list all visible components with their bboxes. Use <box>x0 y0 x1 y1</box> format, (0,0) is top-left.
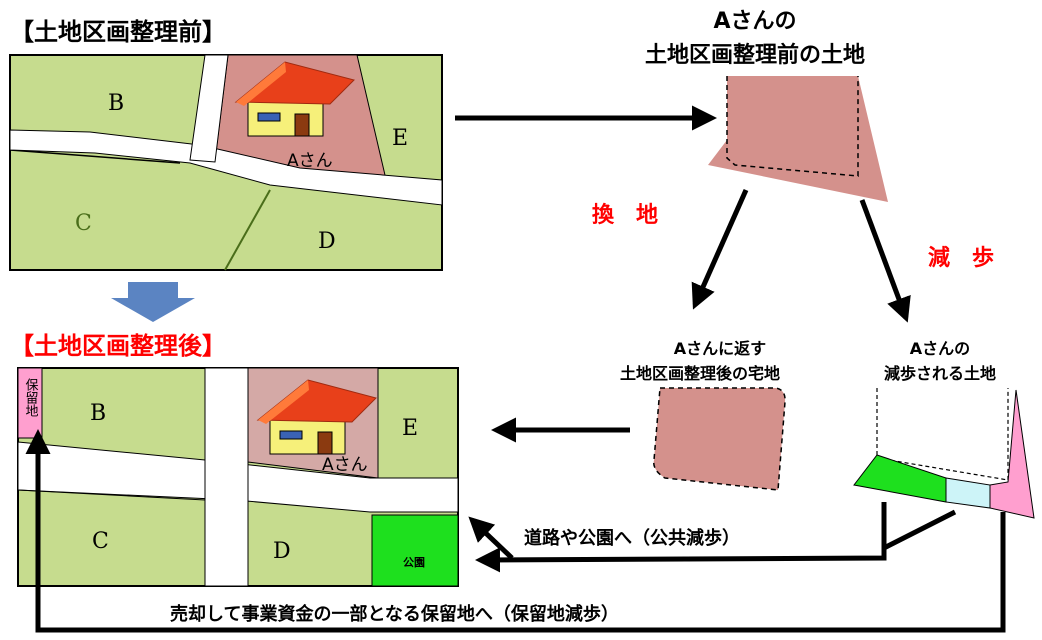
arrow-to-park <box>468 516 514 560</box>
after-lot-e: E <box>402 416 418 441</box>
reserve-reduction-label: 売却して事業資金の一部となる保留地へ（保留地減歩） <box>170 603 619 625</box>
after-reserve-land <box>17 367 43 439</box>
before-lot-e: E <box>392 126 408 151</box>
before-lot-d: D <box>318 229 336 254</box>
reduced-parcel-shape <box>853 388 1035 519</box>
after-road-vertical <box>204 367 249 587</box>
after-map: 保留地 公園 B C D E Aさん <box>17 367 459 587</box>
reserve-reduction-connector <box>25 429 1006 633</box>
before-parcel-title-line1: Aさんの <box>713 9 796 34</box>
before-lot-c: C <box>75 211 92 236</box>
returned-parcel-shape <box>652 387 786 491</box>
arrow-replotting <box>691 188 749 310</box>
before-house-icon <box>234 61 355 137</box>
after-reserve-label: 保留地 <box>23 378 39 417</box>
after-lot-b: B <box>90 401 106 426</box>
before-map-title: 【土地区画整理前】 <box>10 18 226 46</box>
transition-down-arrow <box>111 282 195 322</box>
after-park-label: 公園 <box>403 556 425 569</box>
before-road-vertical <box>189 54 229 163</box>
after-park <box>371 514 459 587</box>
reduced-parcel-line1: Aさんの <box>910 339 970 358</box>
after-lot-c: C <box>92 529 109 554</box>
public-reduction-label: 道路や公園へ（公共減歩） <box>524 527 740 549</box>
returned-parcel-line2: 土地区画整理後の宅地 <box>620 364 780 383</box>
before-lot-b: B <box>108 91 124 116</box>
returned-parcel-line1: Aさんに返す <box>674 339 766 358</box>
reduction-label: 減 歩 <box>928 246 994 271</box>
after-owner-label: Aさん <box>322 455 368 475</box>
after-map-title: 【土地区画整理後】 <box>10 332 226 360</box>
before-road-horizontal <box>9 129 443 206</box>
before-map: B C D E Aさん <box>9 54 443 271</box>
replotting-label: 換 地 <box>592 202 658 228</box>
after-lot-d: D <box>273 539 291 564</box>
public-reduction-connector <box>475 502 887 573</box>
before-parcel-shape <box>708 76 888 202</box>
after-house-icon <box>256 379 377 455</box>
before-parcel-title-line2: 土地区画整理前の土地 <box>645 42 865 68</box>
arrow-reduction <box>859 199 911 323</box>
before-owner-label: Aさん <box>287 151 333 171</box>
reduced-parcel-line2: 減歩される土地 <box>884 364 996 383</box>
